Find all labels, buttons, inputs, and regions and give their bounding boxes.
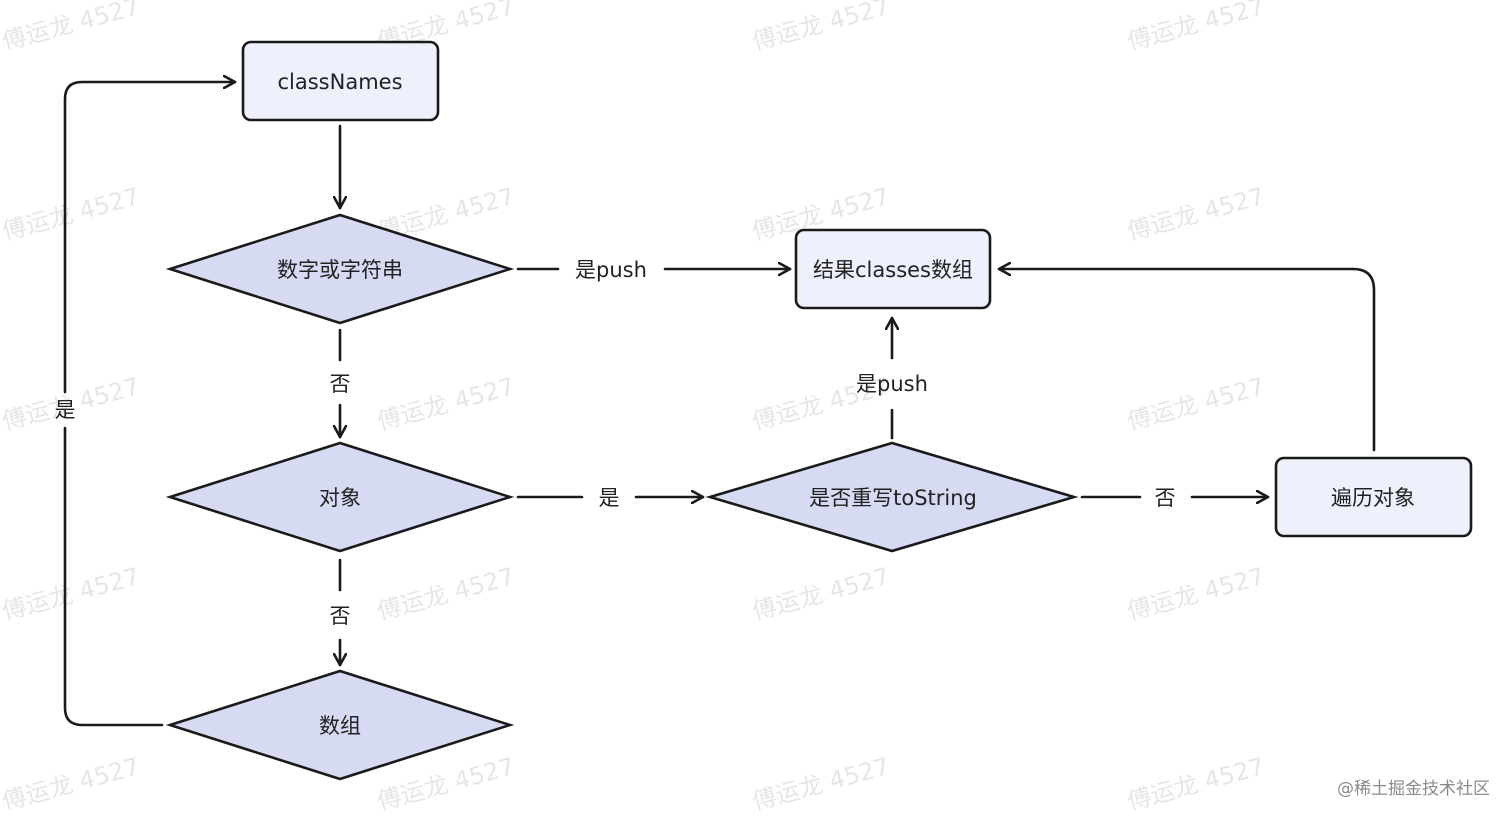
watermark: 傅运龙 4527: [1124, 372, 1267, 435]
node-result-label: 结果classes数组: [813, 258, 973, 282]
edge-array-to-classnames-b: [63, 82, 237, 394]
node-iterate-object: [1274, 456, 1473, 538]
node-classnames: [241, 40, 440, 122]
node-override-tostring-label: 是否重写toString: [809, 486, 977, 510]
node-object: [165, 441, 515, 553]
node-num-or-str-label: 数字或字符串: [277, 258, 403, 282]
watermark: 傅运龙 4527: [749, 752, 892, 815]
watermark-layer: 傅运龙 4527 傅运龙 4527 傅运龙 4527 傅运龙 4527 傅运龙 …: [0, 0, 1267, 816]
watermark: 傅运龙 4527: [374, 562, 517, 625]
node-classnames-label: classNames: [277, 70, 402, 94]
edge-array-to-classnames-a: [63, 426, 164, 727]
node-object-label: 对象: [319, 486, 361, 510]
watermark: 傅运龙 4527: [1124, 562, 1267, 625]
watermark: 傅运龙 4527: [1124, 0, 1267, 56]
edge-iterate-to-result: [997, 269, 1376, 452]
watermark: 傅运龙 4527: [1124, 752, 1267, 815]
node-iterate-object-label: 遍历对象: [1331, 486, 1415, 510]
watermark: 傅运龙 4527: [0, 752, 142, 815]
brand-watermark: @稀土掘金技术社区: [1337, 779, 1490, 799]
edge-label-object-to-array: 否: [330, 604, 351, 628]
edge-label-object-to-override: 是: [599, 486, 620, 510]
edge-label-override-to-result: 是push: [856, 372, 928, 396]
watermark: 傅运龙 4527: [0, 182, 142, 245]
watermark: 傅运龙 4527: [749, 0, 892, 56]
node-override-tostring: [705, 441, 1079, 553]
watermark: 傅运龙 4527: [1124, 182, 1267, 245]
watermark: 傅运龙 4527: [0, 562, 142, 625]
node-num-or-str: [165, 213, 515, 325]
edge-label-array-to-classnames: 是: [55, 398, 76, 422]
watermark: 傅运龙 4527: [0, 0, 142, 56]
edge-label-override-to-iterate: 否: [1155, 486, 1176, 510]
node-array: [165, 669, 515, 781]
edge-label-num-to-result: 是push: [575, 258, 647, 282]
watermark: 傅运龙 4527: [374, 372, 517, 435]
node-array-label: 数组: [319, 714, 361, 738]
edge-label-num-to-object: 否: [330, 372, 351, 396]
node-result: [794, 228, 992, 310]
watermark: 傅运龙 4527: [749, 562, 892, 625]
